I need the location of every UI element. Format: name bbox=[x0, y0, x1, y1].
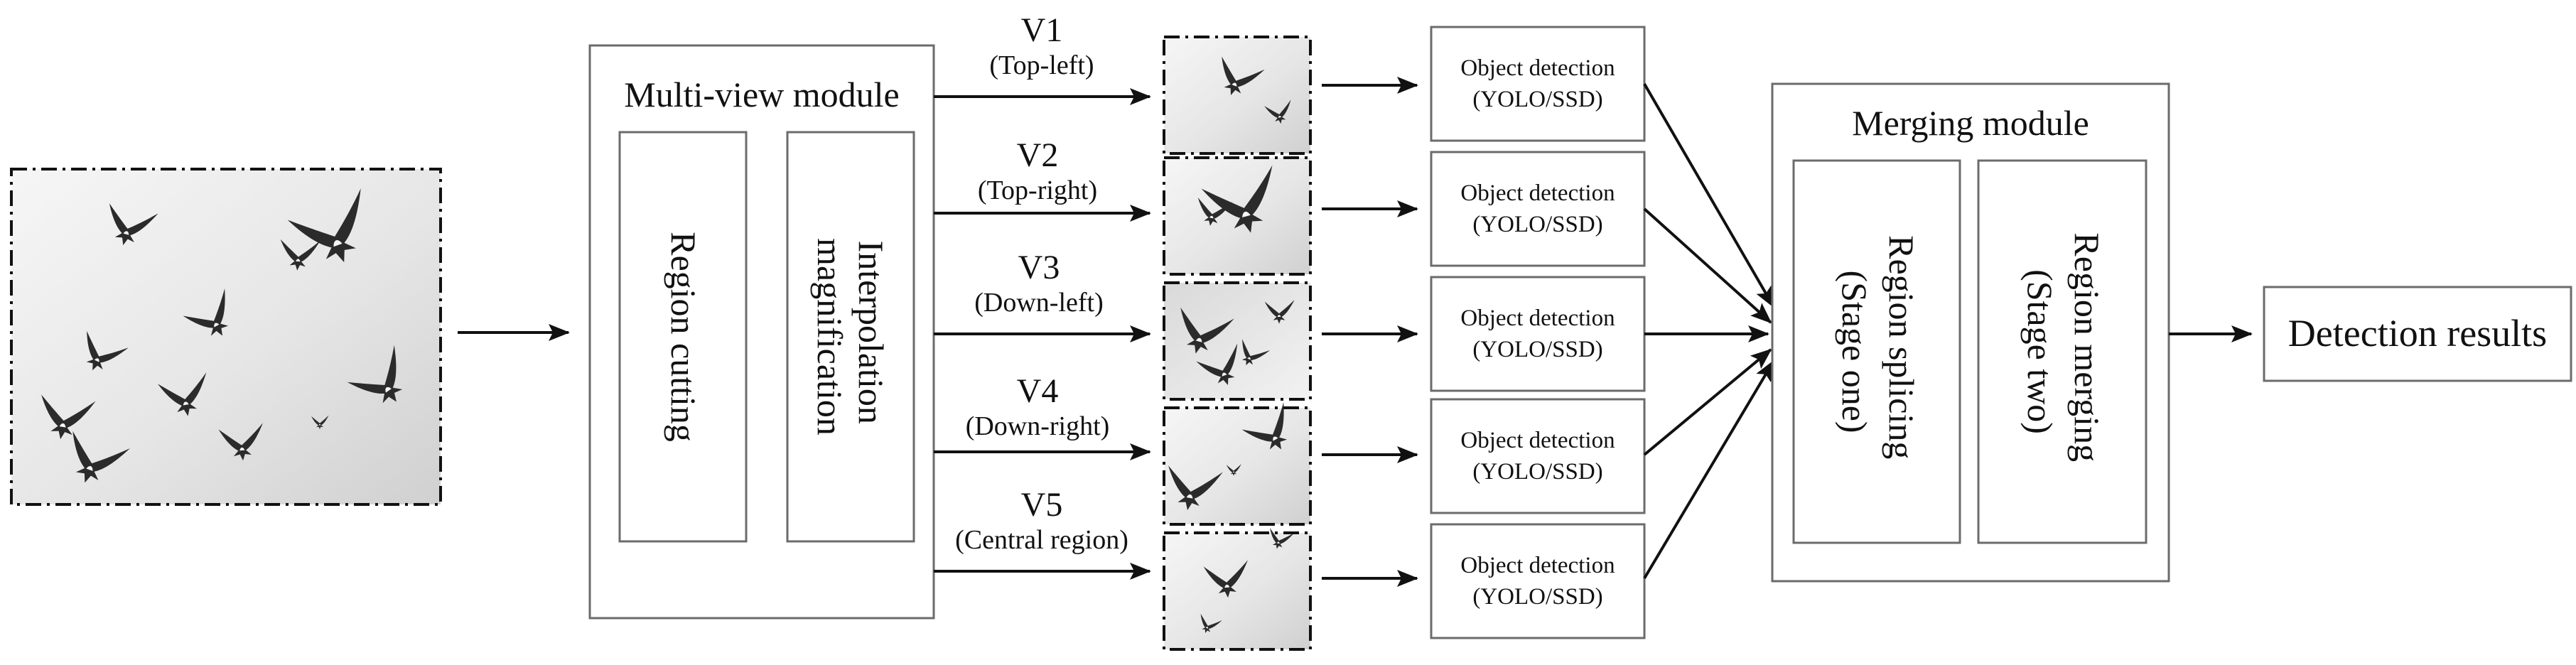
interpolation-magnification-box bbox=[786, 131, 915, 543]
region-cutting-box bbox=[618, 131, 748, 543]
view-label-v4: (Down-right) bbox=[966, 411, 1110, 441]
detector-5-line2: (YOLO/SSD) bbox=[1472, 584, 1602, 610]
view-thumbnails bbox=[1161, 36, 1312, 651]
detector-1-line1: Object detection bbox=[1460, 55, 1615, 81]
view-branches: V1 (Top-left) V2 (Top-right) V3 (Down-le… bbox=[934, 11, 1151, 580]
detector-2-line1: Object detection bbox=[1460, 180, 1615, 206]
region-splicing-name: Region splicing bbox=[1882, 235, 1922, 459]
region-splicing-stage: (Stage one) bbox=[1835, 270, 1875, 433]
region-splicing-box bbox=[1792, 159, 1961, 544]
detection-results-label: Detection results bbox=[2288, 312, 2547, 355]
region-merging-box bbox=[1977, 159, 2147, 544]
multi-view-module-title: Multi-view module bbox=[624, 75, 899, 114]
interpolation-magnification-label: Interpolation magnification bbox=[810, 238, 891, 436]
interpolation-line: Interpolation bbox=[851, 241, 891, 424]
region-cutting-label: Region cutting bbox=[664, 232, 704, 442]
detector-to-merge-arrows bbox=[1643, 82, 1775, 580]
thumbnail-v3 bbox=[1163, 281, 1312, 401]
view-id-v5: V5 bbox=[1021, 486, 1063, 524]
detector-4-line2: (YOLO/SSD) bbox=[1472, 459, 1602, 485]
view-branch-v2: V2 (Top-right) bbox=[934, 136, 1151, 222]
thumbnail-v4 bbox=[1161, 402, 1312, 526]
multi-view-module: Multi-view module Region cutting Interpo… bbox=[588, 44, 935, 620]
view-branch-v3: V3 (Down-left) bbox=[934, 249, 1151, 342]
object-detector-1: Object detection (YOLO/SSD) bbox=[1430, 26, 1646, 142]
view-branch-v1: V1 (Top-left) bbox=[934, 11, 1151, 105]
thumbnail-v5 bbox=[1163, 526, 1312, 651]
region-merging-stage: (Stage two) bbox=[2020, 269, 2060, 434]
view-label-v1: (Top-left) bbox=[989, 50, 1094, 80]
detector-1-line2: (YOLO/SSD) bbox=[1472, 87, 1602, 112]
input-image bbox=[10, 168, 442, 506]
object-detectors: Object detection (YOLO/SSD) Object detec… bbox=[1430, 26, 1646, 639]
thumbnail-to-detector-arrows bbox=[1322, 77, 1418, 587]
merging-module: Merging module Region splicing (Stage on… bbox=[1771, 82, 2170, 583]
view-label-v5: (Central region) bbox=[955, 525, 1128, 555]
view-branch-v4: V4 (Down-right) bbox=[934, 372, 1151, 460]
view-id-v2: V2 bbox=[1017, 136, 1059, 174]
view-label-v2: (Top-right) bbox=[978, 175, 1097, 205]
detector-3-line2: (YOLO/SSD) bbox=[1472, 337, 1602, 362]
view-id-v3: V3 bbox=[1018, 249, 1060, 286]
thumbnail-v1 bbox=[1163, 36, 1312, 155]
detection-results: Detection results bbox=[2263, 286, 2572, 382]
region-merging-label: Region merging (Stage two) bbox=[2020, 232, 2107, 470]
view-label-v3: (Down-left) bbox=[974, 288, 1103, 318]
object-detector-4: Object detection (YOLO/SSD) bbox=[1430, 398, 1646, 514]
magnification-line: magnification bbox=[810, 238, 850, 436]
detector-2-line2: (YOLO/SSD) bbox=[1472, 212, 1602, 237]
region-merging-name: Region merging bbox=[2067, 232, 2107, 462]
detector-3-line1: Object detection bbox=[1460, 306, 1615, 331]
detector-5-line1: Object detection bbox=[1460, 553, 1615, 578]
view-id-v1: V1 bbox=[1021, 11, 1063, 49]
merging-module-title: Merging module bbox=[1852, 103, 2089, 143]
region-splicing-label: Region splicing (Stage one) bbox=[1835, 235, 1922, 468]
detector-4-line1: Object detection bbox=[1460, 428, 1615, 453]
object-detector-3: Object detection (YOLO/SSD) bbox=[1430, 276, 1646, 392]
object-detector-2: Object detection (YOLO/SSD) bbox=[1430, 151, 1646, 267]
thumbnail-v2 bbox=[1163, 156, 1312, 276]
view-id-v4: V4 bbox=[1017, 372, 1059, 410]
object-detector-5: Object detection (YOLO/SSD) bbox=[1430, 523, 1646, 639]
view-branch-v5: V5 (Central region) bbox=[934, 486, 1151, 580]
